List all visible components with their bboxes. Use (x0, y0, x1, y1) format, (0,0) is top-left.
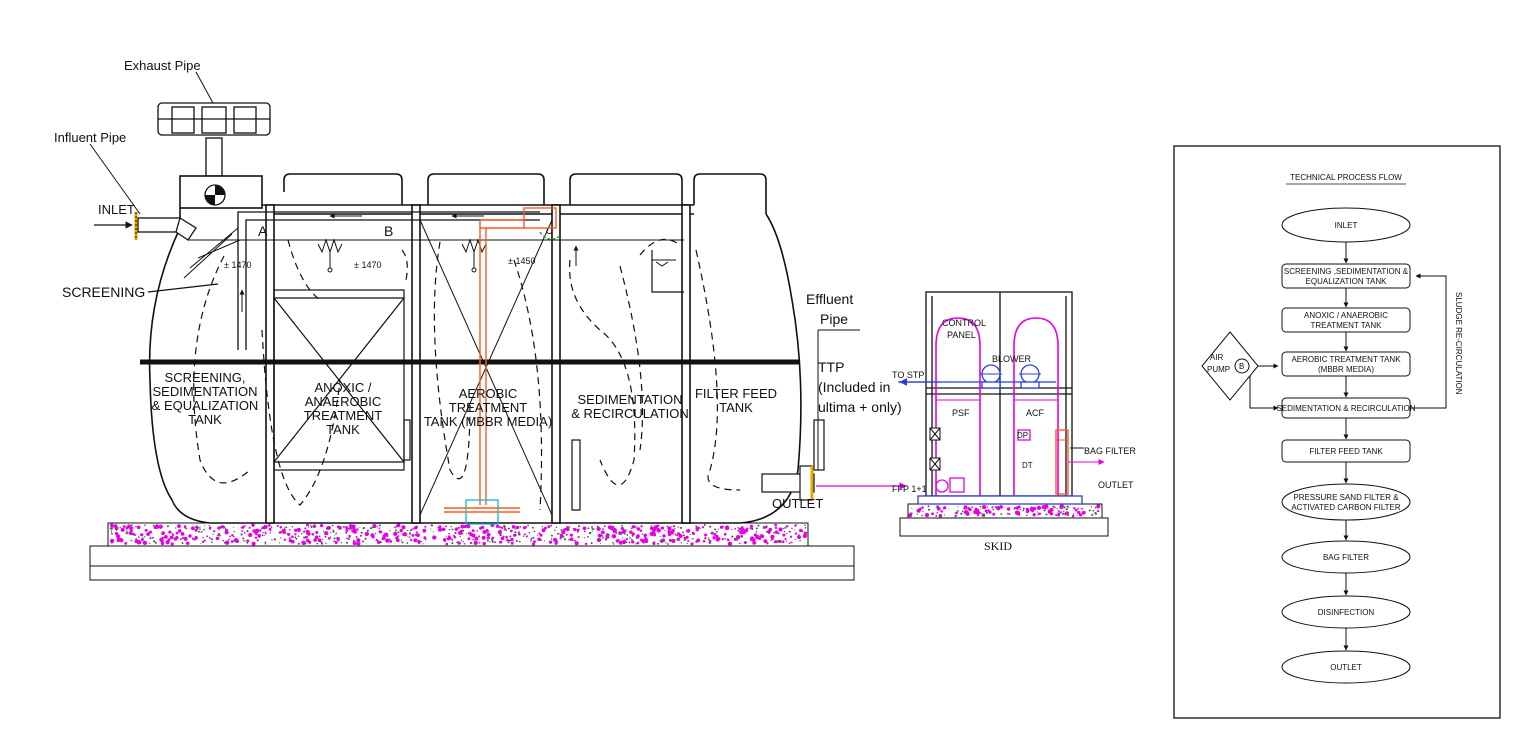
transfer-pipe (237, 211, 540, 350)
ttp-label-1: TTP (818, 359, 844, 375)
air-pump-icon (1234, 358, 1250, 374)
flow-steps: INLET SCREENING ,SEDIMENTATION &EQUALIZAT… (1276, 207, 1416, 684)
flow-step: AEROBIC TREATMENT TANK(MBBR MEDIA) (1281, 351, 1411, 377)
ttp-label-3: ultima + only) (818, 399, 902, 415)
diffuser (465, 499, 499, 525)
inlet-label: INLET (98, 202, 135, 217)
ttp-label-2: (Included in (818, 379, 890, 395)
marker-a: A (258, 223, 268, 239)
effluent-pipe-label-1: Effluent (806, 291, 853, 307)
air-pump-label-2: PUMP (1207, 365, 1230, 374)
tank-body (148, 173, 802, 524)
screening-bars (183, 227, 241, 279)
air-connection (539, 231, 561, 240)
skid-unit (898, 291, 1109, 537)
flow-step: SCREENING ,SEDIMENTATION &EQUALIZATION T… (1281, 263, 1411, 289)
bag-filter-label: BAG FILTER (1084, 446, 1136, 456)
effluent-pipe-label-2: Pipe (820, 311, 848, 327)
svg-text:SCREENING ,SEDIMENTATION &EQUA: SCREENING ,SEDIMENTATION &EQUALIZATION T… (1284, 267, 1409, 286)
screening-label: SCREENING (62, 284, 145, 300)
process-flow-panel: TECHNICAL PROCESS FLOW INLET SCREENING ,S… (1173, 145, 1501, 719)
svg-text:AEROBIC TREATMENT TANK(MBBR ME: AEROBIC TREATMENT TANK(MBBR MEDIA) (1291, 355, 1401, 374)
anoxic-media-frame (273, 289, 411, 471)
level-marker-1: ± 1470 (224, 260, 251, 270)
flow-step: FILTER FEED TANK (1281, 439, 1411, 463)
outlet-pipe (761, 419, 825, 501)
flow-step: SEDIMENTATION & RECIRCULATION (1276, 397, 1416, 419)
marker-b: B (384, 223, 393, 239)
aeration-riser (444, 207, 557, 513)
ffp-label: FFP 1+1 (892, 484, 927, 494)
psf-label: PSF (952, 408, 970, 418)
dp-label: DP (1017, 431, 1028, 440)
level-marker-3: ± 1450 (508, 256, 535, 266)
air-pump-symbol: B (1239, 362, 1244, 371)
svg-text:DISINFECTION: DISINFECTION (1318, 608, 1375, 617)
flow-step: OUTLET (1281, 650, 1411, 684)
acf-label: ACF (1026, 408, 1045, 418)
exhaust-pipe-label: Exhaust Pipe (124, 58, 201, 73)
influent-pipe (134, 212, 197, 241)
svg-text:FILTER FEED TANK: FILTER FEED TANK (1309, 447, 1383, 456)
flow-step: BAG FILTER (1281, 540, 1411, 574)
sludge-recirculation-label: SLUDGE RE-CIRCULATION (1454, 292, 1463, 395)
level-marker-2: ± 1470 (354, 260, 381, 270)
svg-text:PRESSURE SAND FILTER &ACTIVATE: PRESSURE SAND FILTER &ACTIVATED CARBON F… (1291, 493, 1401, 512)
air-pump-label-1: AIR (1210, 353, 1224, 362)
flow-step: INLET (1281, 207, 1411, 243)
flow-step: DISINFECTION (1281, 595, 1411, 629)
to-stp-label: TO STP (892, 370, 924, 380)
skid-outlet-label: OUTLET (1098, 480, 1134, 490)
circulation-flow (193, 238, 741, 511)
svg-text:OUTLET: OUTLET (1330, 663, 1362, 672)
compartment-label: SEDIMENTATION& RECIRCULATION (571, 392, 689, 421)
foundation (89, 522, 855, 581)
outlet-label: OUTLET (772, 496, 823, 511)
dt-label: DT (1022, 461, 1033, 470)
flow-title: TECHNICAL PROCESS FLOW (1290, 173, 1402, 182)
vent-fan-icon (204, 184, 226, 206)
sedimentation-pipes (571, 250, 684, 511)
influent-pipe-label: Influent Pipe (54, 130, 126, 145)
blower-label: BLOWER (992, 354, 1032, 364)
control-panel-label-2: PANEL (947, 330, 976, 340)
skid-title: SKID (984, 539, 1012, 553)
control-panel-label-1: CONTROL (942, 318, 986, 328)
svg-text:SEDIMENTATION & RECIRCULATION: SEDIMENTATION & RECIRCULATION (1276, 404, 1415, 413)
flow-step: PRESSURE SAND FILTER &ACTIVATED CARBON F… (1281, 483, 1411, 521)
svg-text:INLET: INLET (1335, 221, 1358, 230)
svg-text:BAG FILTER: BAG FILTER (1323, 553, 1369, 562)
marker-c: C (546, 226, 553, 236)
exhaust-pipe (157, 102, 271, 177)
